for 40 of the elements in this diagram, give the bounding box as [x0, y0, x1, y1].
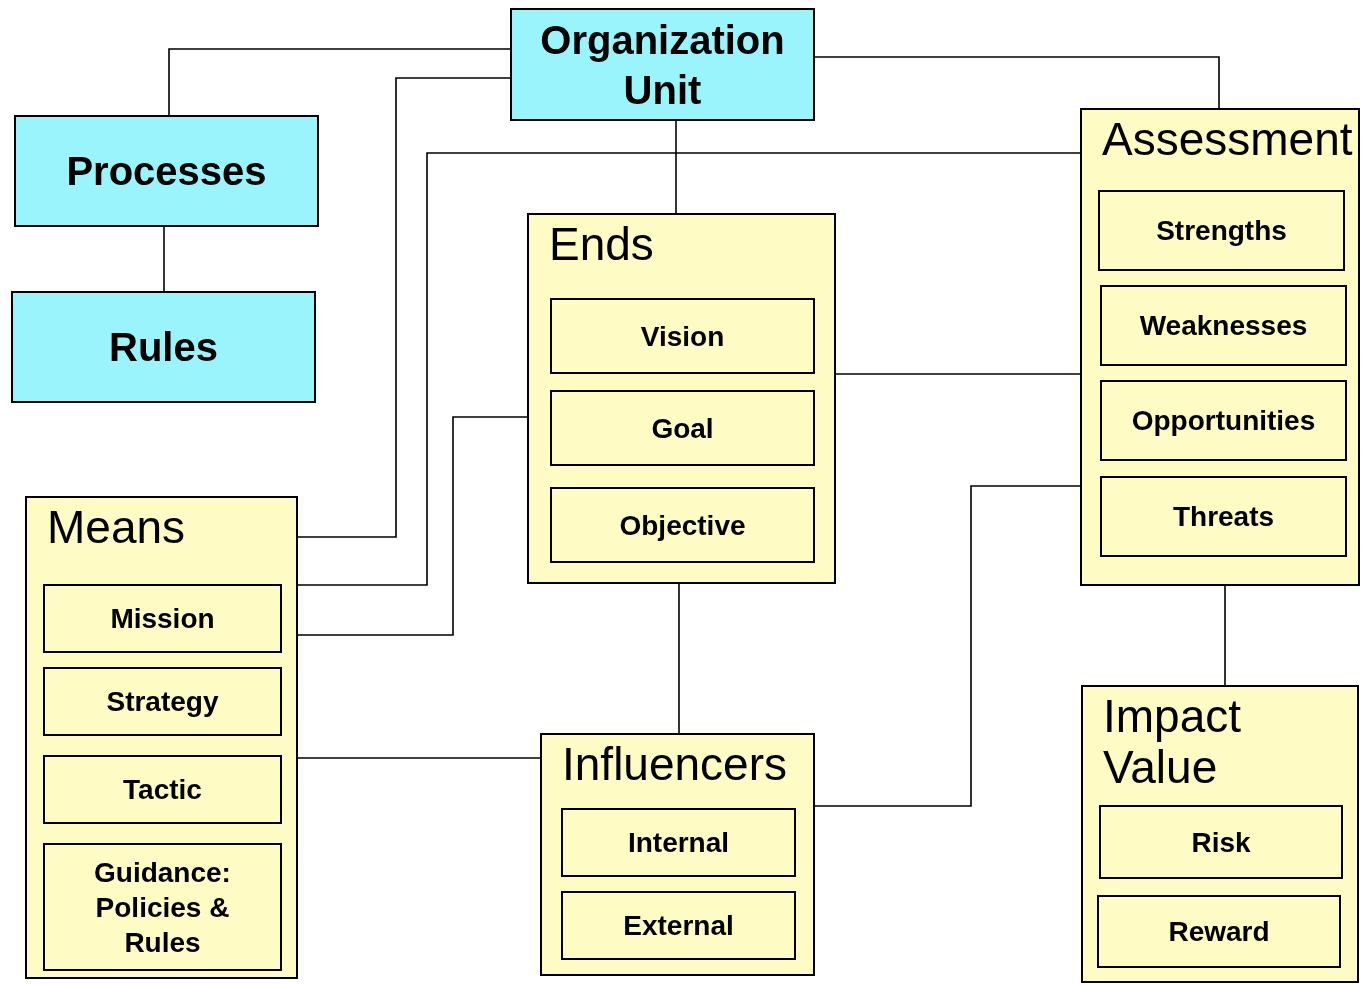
concept-box: Vision: [550, 298, 815, 374]
concept-box: Opportunities: [1100, 380, 1347, 461]
connector-line: [168, 48, 511, 116]
group-box: [540, 733, 815, 976]
group-box: [527, 213, 836, 584]
connector-line: [814, 485, 1081, 807]
concept-box: Internal: [561, 808, 796, 877]
concept-box: Reward: [1097, 895, 1341, 968]
connector-line: [297, 152, 1081, 586]
concept-box: Mission: [43, 584, 282, 653]
concept-box: Tactic: [43, 755, 282, 824]
group-heading: Influencers: [562, 739, 787, 790]
connector-line: [297, 757, 541, 759]
group-box: [1081, 685, 1359, 983]
group-box: [1080, 108, 1360, 586]
connector-line: [675, 120, 677, 214]
group-heading: Means: [47, 502, 186, 553]
group-box: [25, 496, 298, 979]
concept-box: Guidance: Policies & Rules: [43, 843, 282, 971]
group-heading: Ends: [549, 219, 654, 270]
concept-box: Processes: [14, 115, 319, 227]
connector-line: [297, 416, 528, 636]
group-heading: Assessment: [1102, 114, 1353, 165]
concept-box: Threats: [1100, 476, 1347, 557]
connector-line: [814, 56, 1220, 109]
concept-box: Objective: [550, 487, 815, 563]
concept-box: Risk: [1099, 805, 1343, 879]
connector-line: [1224, 585, 1226, 686]
concept-box: Strengths: [1098, 190, 1345, 271]
concept-box: External: [561, 891, 796, 960]
concept-box: Rules: [11, 291, 316, 403]
concept-box: Organization Unit: [510, 8, 815, 121]
concept-box: Strategy: [43, 667, 282, 736]
connector-line: [163, 226, 165, 292]
connector-line: [297, 77, 511, 538]
connector-line: [678, 583, 680, 734]
concept-box: Weaknesses: [1100, 285, 1347, 366]
concept-box: Goal: [550, 390, 815, 466]
connector-line: [835, 373, 1081, 375]
group-heading: Impact Value: [1103, 691, 1243, 793]
